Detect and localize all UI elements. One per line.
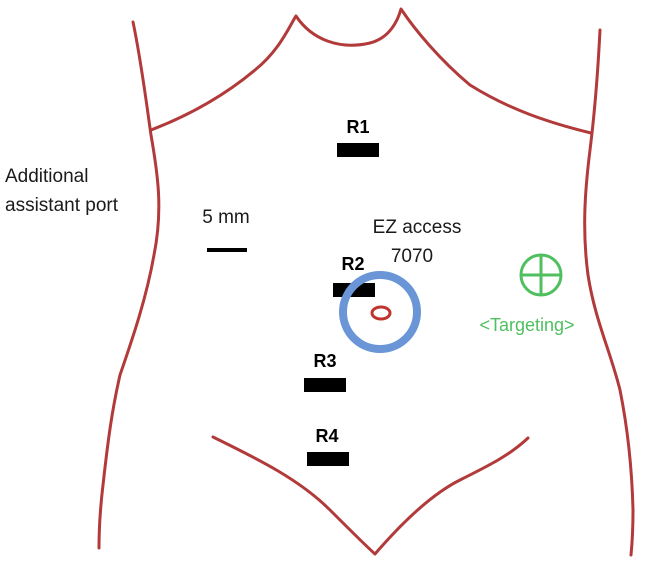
ez-access-ring	[339, 271, 421, 353]
groin-outline	[211, 435, 530, 556]
crosshair-target-icon	[519, 253, 563, 297]
left-flank-outline	[97, 20, 161, 550]
assistant-port-label-line1: Additional	[5, 166, 88, 187]
port-label-r3: R3	[313, 351, 336, 371]
scale-label: 5 mm	[202, 207, 250, 228]
port-r4	[307, 452, 349, 466]
scale-bar	[207, 248, 247, 252]
port-label-r2: R2	[341, 254, 364, 274]
umbilicus-marker	[370, 305, 392, 321]
ez-access-label: EZ access	[373, 217, 462, 238]
right-flank-outline	[583, 28, 635, 557]
port-r1	[337, 143, 379, 157]
ez-access-model-label: 7070	[391, 246, 433, 267]
chest-outline	[149, 7, 593, 135]
port-label-r1: R1	[346, 117, 369, 137]
port-label-r4: R4	[315, 426, 338, 446]
assistant-port-label-line2: assistant port	[5, 195, 119, 216]
targeting-label: <Targeting>	[479, 315, 574, 335]
port-r3	[304, 378, 346, 392]
torso-outline	[97, 7, 635, 557]
